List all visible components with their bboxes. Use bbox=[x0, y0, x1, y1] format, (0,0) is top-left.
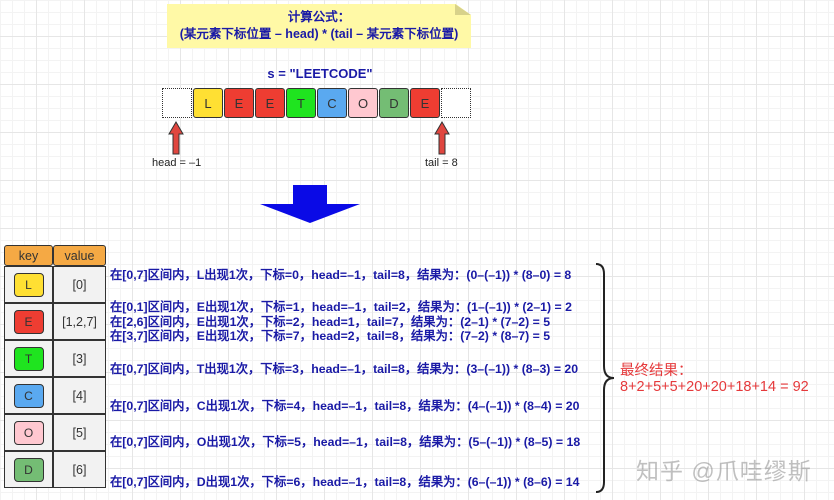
key-cell: T bbox=[4, 340, 53, 377]
key-badge: E bbox=[13, 309, 44, 334]
char-label: C bbox=[327, 95, 337, 111]
head-pointer-arrow-icon bbox=[168, 121, 184, 155]
char-cell: E bbox=[224, 88, 254, 118]
calc-line: 在[2,6]区间内，E出现1次，下标=2，head=1，tail=7，结果为：(… bbox=[110, 315, 551, 329]
head-sentinel-cell bbox=[162, 88, 192, 118]
calc-line: 在[0,1]区间内，E出现1次，下标=1，head=–1，tail=2，结果为：… bbox=[110, 300, 572, 314]
calc-line: 在[0,7]区间内，C出现1次，下标=4，head=–1，tail=8，结果为：… bbox=[110, 399, 580, 413]
char-cell: D bbox=[379, 88, 409, 118]
table-header: key value bbox=[4, 245, 106, 266]
formula-note: 计算公式： (某元素下标位置 – head) * (tail – 某元素下标位置… bbox=[167, 4, 471, 48]
key-badge: D bbox=[13, 457, 44, 482]
key-cell: D bbox=[4, 451, 53, 488]
table-row: T [3] bbox=[4, 340, 106, 377]
key-badge: O bbox=[13, 420, 44, 445]
char-label: O bbox=[357, 95, 369, 111]
curly-brace-icon bbox=[595, 263, 615, 493]
value-header: value bbox=[53, 245, 106, 266]
tail-sentinel-cell bbox=[441, 88, 471, 118]
char-label: T bbox=[297, 95, 305, 111]
tail-label: tail = 8 bbox=[425, 157, 458, 169]
table-row: O [5] bbox=[4, 414, 106, 451]
key-badge: L bbox=[13, 272, 44, 297]
value-cell: [1,2,7] bbox=[53, 303, 106, 340]
key-cell: C bbox=[4, 377, 53, 414]
char-cell: E bbox=[410, 88, 440, 118]
key-badge: C bbox=[13, 383, 44, 408]
value-cell: [6] bbox=[53, 451, 106, 488]
key-header: key bbox=[4, 245, 53, 266]
string-label: s = "LEETCODE" bbox=[267, 66, 373, 81]
tail-pointer-arrow-icon bbox=[434, 121, 450, 155]
char-cell: E bbox=[255, 88, 285, 118]
table-row: L [0] bbox=[4, 266, 106, 303]
value-cell: [3] bbox=[53, 340, 106, 377]
char-strip: L E E T C O D E bbox=[162, 88, 471, 118]
watermark: 知乎 @爪哇缪斯 bbox=[636, 458, 812, 484]
char-label: E bbox=[420, 95, 430, 111]
char-label: L bbox=[204, 95, 212, 111]
calc-line: 在[0,7]区间内，D出现1次，下标=6，head=–1，tail=8，结果为：… bbox=[110, 475, 580, 489]
key-cell: O bbox=[4, 414, 53, 451]
key-cell: L bbox=[4, 266, 53, 303]
char-label: E bbox=[265, 95, 275, 111]
char-label: E bbox=[234, 95, 244, 111]
down-arrow-icon bbox=[260, 185, 360, 223]
formula-title: 计算公式： bbox=[287, 10, 351, 24]
char-cell: O bbox=[348, 88, 378, 118]
formula-text: (某元素下标位置 – head) * (tail – 某元素下标位置) bbox=[179, 27, 459, 41]
key-badge: T bbox=[13, 346, 44, 371]
calc-line: 在[0,7]区间内，T出现1次，下标=3，head=–1，tail=8，结果为：… bbox=[110, 362, 579, 376]
head-label: head = –1 bbox=[152, 157, 202, 169]
note-fold-corner bbox=[455, 4, 471, 15]
key-cell: E bbox=[4, 303, 53, 340]
value-cell: [4] bbox=[53, 377, 106, 414]
value-cell: [5] bbox=[53, 414, 106, 451]
char-cell: C bbox=[317, 88, 347, 118]
calc-line: 在[3,7]区间内，E出现1次，下标=7，head=2，tail=8，结果为：(… bbox=[110, 329, 551, 343]
final-result-expression: 8+2+5+5+20+20+18+14 = 92 bbox=[620, 379, 809, 395]
calc-line: 在[0,7]区间内，L出现1次，下标=0，head=–1，tail=8，结果为：… bbox=[110, 268, 572, 282]
char-label: D bbox=[389, 95, 399, 111]
table-row: C [4] bbox=[4, 377, 106, 414]
hash-table: key value L [0] E [1,2,7] T [3] C [4] O … bbox=[4, 245, 106, 488]
char-cell: T bbox=[286, 88, 316, 118]
char-cell: L bbox=[193, 88, 223, 118]
final-result-title: 最终结果： bbox=[620, 363, 693, 379]
table-row: E [1,2,7] bbox=[4, 303, 106, 340]
table-row: D [6] bbox=[4, 451, 106, 488]
calc-line: 在[0,7]区间内，O出现1次，下标=5，head=–1，tail=8，结果为：… bbox=[110, 435, 581, 449]
value-cell: [0] bbox=[53, 266, 106, 303]
